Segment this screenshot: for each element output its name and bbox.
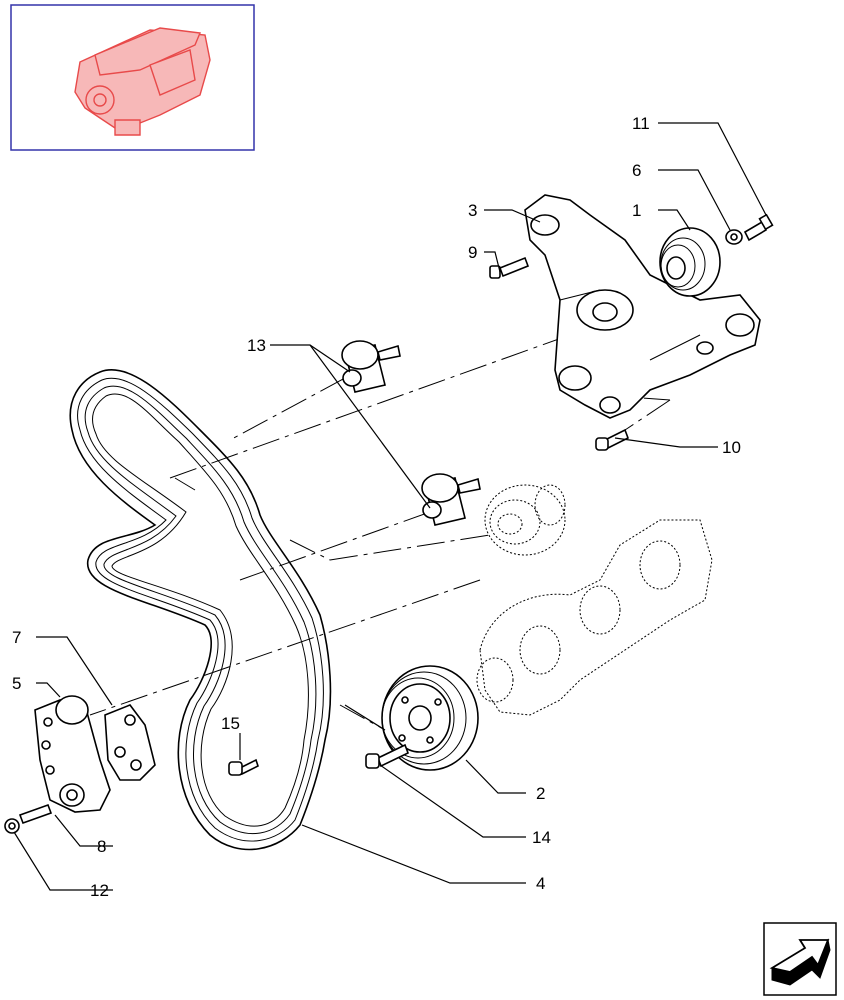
phantom-water-pump — [484, 484, 566, 556]
callout-7: 7 — [12, 628, 21, 647]
callout-13: 13 — [247, 336, 266, 355]
callout-9: 9 — [468, 243, 477, 262]
next-page-button[interactable] — [763, 922, 837, 996]
idler-pulley[interactable] — [659, 227, 721, 297]
callout-2: 2 — [536, 784, 545, 803]
next-page-arrow-icon — [769, 938, 831, 986]
callout-6: 6 — [632, 161, 641, 180]
callout-15: 15 — [221, 714, 240, 733]
callout-12: 12 — [90, 881, 109, 900]
phantom-crankshaft — [476, 519, 713, 716]
nut-12[interactable] — [4, 818, 20, 834]
callout-labels: 11 6 1 3 9 10 13 7 5 15 2 14 4 8 12 — [12, 114, 741, 900]
idler-roller-lower[interactable] — [421, 473, 481, 526]
callout-14: 14 — [532, 828, 551, 847]
idler-roller-upper[interactable] — [341, 340, 401, 393]
bracket-assembly[interactable] — [524, 194, 761, 419]
bolt-14[interactable] — [365, 743, 410, 769]
belt-tensioner[interactable] — [34, 695, 111, 813]
poly-v-belt — [69, 369, 332, 851]
bolt-10[interactable] — [595, 428, 630, 451]
engine-thumbnail-icon — [74, 27, 211, 136]
bolt-9[interactable] — [489, 256, 530, 279]
bolt-11[interactable] — [743, 213, 774, 242]
callout-4: 4 — [536, 874, 545, 893]
bolt-15[interactable] — [228, 758, 259, 776]
tensioner-bracket[interactable] — [104, 704, 156, 781]
callout-1: 1 — [632, 201, 641, 220]
bolt-8[interactable] — [18, 803, 53, 825]
leader-lines — [13, 122, 767, 891]
callout-8: 8 — [97, 837, 106, 856]
callout-5: 5 — [12, 674, 21, 693]
callout-10: 10 — [722, 438, 741, 457]
callout-11: 11 — [632, 114, 650, 133]
engine-thumbnail[interactable] — [10, 4, 255, 151]
washer[interactable] — [725, 229, 743, 245]
callout-3: 3 — [468, 201, 477, 220]
crankshaft-pulley[interactable] — [381, 665, 479, 771]
